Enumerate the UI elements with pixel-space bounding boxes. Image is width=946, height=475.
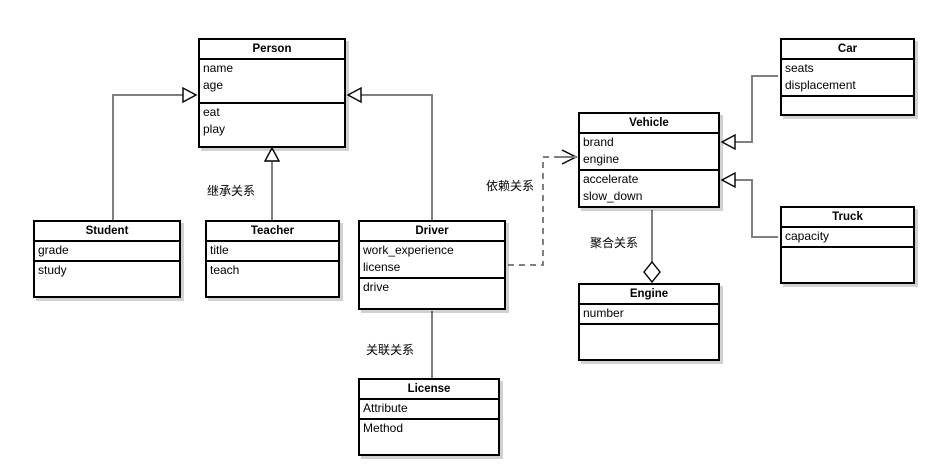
class-title-car: Car xyxy=(782,40,913,60)
class-box-truck[interactable]: Truck capacity xyxy=(780,206,915,284)
class-attributes-vehicle: brand engine xyxy=(580,134,718,171)
class-box-vehicle[interactable]: Vehicle brand engine accelerate slow_dow… xyxy=(578,112,720,208)
edge-label-dependency: 依赖关系 xyxy=(486,179,535,193)
method-item: eat xyxy=(203,105,220,119)
class-title-person: Person xyxy=(200,40,344,60)
method-item: study xyxy=(38,263,67,277)
class-attributes-truck: capacity xyxy=(782,228,913,248)
attribute-item: title xyxy=(210,243,229,257)
class-box-license[interactable]: License Attribute Method xyxy=(358,378,500,456)
attribute-item: brand xyxy=(583,135,614,149)
class-methods-teacher: teach xyxy=(207,262,338,300)
attribute-item: displacement xyxy=(785,78,856,92)
class-methods-vehicle: accelerate slow_down xyxy=(580,171,718,210)
edge-label-association: 关联关系 xyxy=(366,343,415,357)
edge-teacher-person[interactable] xyxy=(263,146,281,220)
attribute-item: name xyxy=(203,61,234,75)
class-attributes-car: seats displacement xyxy=(782,60,913,97)
class-title-vehicle: Vehicle xyxy=(580,114,718,134)
class-box-teacher[interactable]: Teacher title teach xyxy=(205,220,340,298)
edge-driver-person[interactable] xyxy=(346,86,433,220)
edge-driver-vehicle[interactable] xyxy=(508,149,578,266)
class-methods-engine xyxy=(580,325,718,363)
attribute-item: license xyxy=(363,260,401,274)
attribute-item: engine xyxy=(583,152,620,166)
class-title-teacher: Teacher xyxy=(207,222,338,242)
class-attributes-license: Attribute xyxy=(360,400,498,420)
class-attributes-person: name age xyxy=(200,60,344,104)
class-methods-truck xyxy=(782,248,913,286)
method-item: Method xyxy=(363,421,404,435)
class-box-engine[interactable]: Engine number xyxy=(578,283,720,361)
class-attributes-student: grade xyxy=(35,242,179,262)
edge-label-aggregation: 聚合关系 xyxy=(590,236,639,250)
method-item: drive xyxy=(363,280,390,294)
class-box-person[interactable]: Person name age eat play xyxy=(198,38,346,148)
class-methods-car xyxy=(782,97,913,118)
class-box-car[interactable]: Car seats displacement xyxy=(780,38,915,116)
class-title-license: License xyxy=(360,380,498,400)
method-item: teach xyxy=(210,263,240,277)
class-box-student[interactable]: Student grade study xyxy=(33,220,181,298)
class-methods-student: study xyxy=(35,262,179,300)
class-attributes-driver: work_experience license xyxy=(360,242,504,279)
edge-vehicle-engine[interactable] xyxy=(643,210,661,284)
attribute-item: Attribute xyxy=(363,401,408,415)
attribute-item: capacity xyxy=(785,229,830,243)
method-item: accelerate xyxy=(583,172,639,186)
class-attributes-engine: number xyxy=(580,305,718,325)
class-methods-license: Method xyxy=(360,420,498,458)
attribute-item: grade xyxy=(38,243,69,257)
method-item: slow_down xyxy=(583,189,643,203)
class-title-truck: Truck xyxy=(782,208,913,228)
edge-car-vehicle[interactable] xyxy=(720,75,778,151)
class-box-driver[interactable]: Driver work_experience license drive xyxy=(358,220,506,310)
class-title-engine: Engine xyxy=(580,285,718,305)
attribute-item: number xyxy=(583,306,624,320)
class-attributes-teacher: title xyxy=(207,242,338,262)
attribute-item: work_experience xyxy=(363,243,454,257)
class-methods-driver: drive xyxy=(360,279,504,312)
edge-label-inheritance: 继承关系 xyxy=(207,184,256,198)
class-methods-person: eat play xyxy=(200,104,344,150)
edge-student-person[interactable] xyxy=(112,86,198,220)
class-title-driver: Driver xyxy=(360,222,504,242)
attribute-item: seats xyxy=(785,61,814,75)
attribute-item: age xyxy=(203,78,224,92)
class-title-student: Student xyxy=(35,222,179,242)
edge-truck-vehicle[interactable] xyxy=(720,171,778,238)
method-item: play xyxy=(203,122,226,136)
